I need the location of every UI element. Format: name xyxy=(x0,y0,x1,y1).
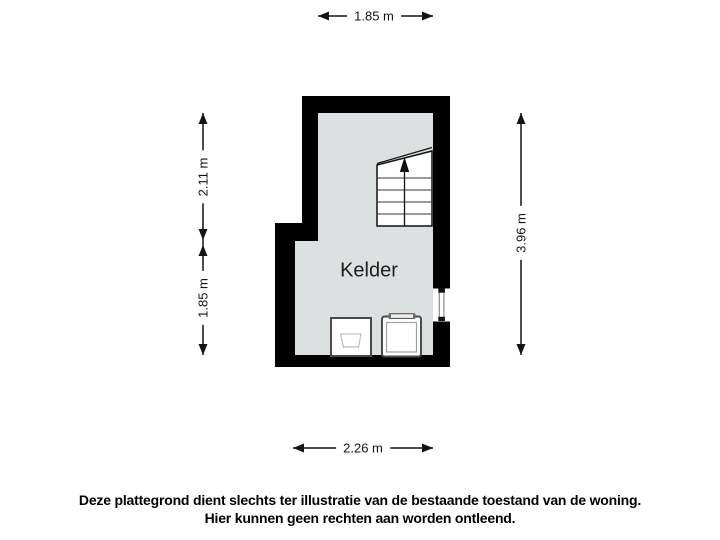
sink-icon xyxy=(330,317,372,357)
staircase xyxy=(376,146,433,227)
window-icon xyxy=(433,288,450,322)
disclaimer-line-2: Hier kunnen geen rechten aan worden ontl… xyxy=(204,510,516,526)
stair-direction-arrow-icon xyxy=(399,157,410,172)
room-label: Kelder xyxy=(340,259,398,282)
disclaimer-text: Deze plattegrond dient slechts ter illus… xyxy=(0,491,720,527)
stair-cut-line xyxy=(376,146,433,165)
disclaimer-line-1: Deze plattegrond dient slechts ter illus… xyxy=(78,492,642,508)
dimension-label-bottom: 2.26 m xyxy=(336,438,390,458)
dimension-label-left-upper: 2.11 m xyxy=(193,150,213,204)
dimension-label-top: 1.85 m xyxy=(347,6,401,26)
boiler-icon xyxy=(381,313,422,358)
dimension-label-right: 3.96 m xyxy=(511,206,531,260)
dimension-label-left-lower: 1.85 m xyxy=(193,271,213,325)
